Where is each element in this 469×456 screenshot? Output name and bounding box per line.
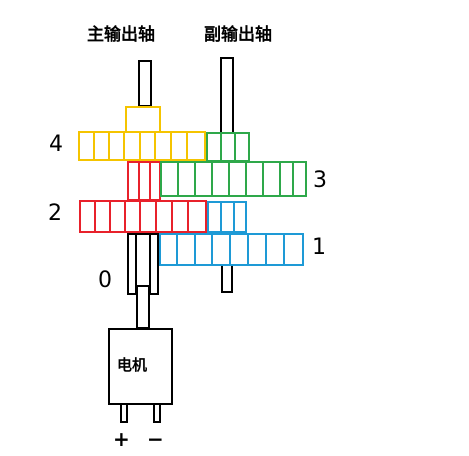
gear-2 xyxy=(79,200,207,233)
gear-1-pinion xyxy=(207,201,247,233)
gear-3-pinion xyxy=(206,132,250,162)
motor-shaft xyxy=(136,285,150,329)
terminal-plus xyxy=(120,403,128,423)
main-output-shaft xyxy=(138,60,152,107)
gear-2-number: 2 xyxy=(48,201,62,226)
motor-body xyxy=(108,328,173,405)
gear-1-number: 1 xyxy=(312,235,326,260)
motor-label: 电机 xyxy=(117,356,148,374)
gear-3-number: 3 xyxy=(313,168,327,193)
aux-output-shaft-label: 副输出轴 xyxy=(204,25,272,45)
aux-output-shaft xyxy=(220,57,234,137)
main-output-shaft-label: 主输出轴 xyxy=(87,25,155,45)
gear-0-number: 0 xyxy=(98,268,112,293)
gear-3 xyxy=(160,161,307,197)
gear-0 xyxy=(127,233,159,295)
plus-terminal-label: + xyxy=(113,427,130,451)
terminal-minus xyxy=(153,403,161,423)
minus-terminal-label: − xyxy=(147,427,164,451)
gear-4 xyxy=(78,106,206,161)
gear-4-number: 4 xyxy=(49,132,63,157)
aux-shaft-bottom xyxy=(221,263,233,293)
gear-1 xyxy=(159,233,304,266)
gear-2-hub xyxy=(127,161,161,201)
